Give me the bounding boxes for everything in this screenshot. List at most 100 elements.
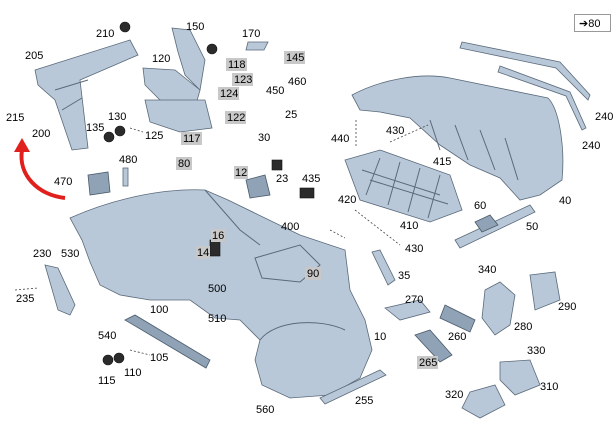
- boot-320[interactable]: [461, 384, 506, 419]
- callout-215: 215: [6, 112, 24, 124]
- callout-80-box: [176, 157, 192, 170]
- callout-170: 170: [242, 28, 260, 40]
- callout-235: 235: [16, 293, 34, 305]
- support-200[interactable]: [34, 39, 139, 151]
- callout-118: 118: [228, 59, 246, 71]
- callout-50: 50: [526, 221, 538, 233]
- callout-12: 12: [235, 167, 247, 179]
- callout-123-box: [232, 73, 253, 86]
- callout-560: 560: [256, 404, 274, 416]
- arrow-right-icon: ➔: [579, 18, 589, 30]
- callout-500: 500: [208, 283, 226, 295]
- bracket-470[interactable]: [87, 171, 111, 196]
- callout-290: 290: [558, 301, 576, 313]
- under-tray[interactable]: [344, 149, 463, 223]
- panel-260[interactable]: [439, 304, 476, 333]
- bracket-230[interactable]: [44, 264, 76, 316]
- callout-12-box: [234, 166, 248, 179]
- leader-430b: [354, 209, 401, 246]
- trim-strip-lower[interactable]: [497, 65, 587, 131]
- diffuser-ribs: [429, 119, 519, 181]
- callout-35: 35: [398, 270, 410, 282]
- callout-23: 23: [276, 173, 288, 185]
- callout-440: 440: [331, 133, 349, 145]
- callout-420: 420: [338, 194, 356, 206]
- nut-115[interactable]: [102, 354, 114, 366]
- bracket-117[interactable]: [144, 99, 213, 133]
- callout-530: 530: [61, 248, 79, 260]
- callout-122: 122: [227, 112, 245, 124]
- callout-10: 10: [374, 331, 386, 343]
- bracket-35[interactable]: [371, 249, 396, 286]
- callout-100: 100: [150, 304, 168, 316]
- callout-255: 255: [355, 395, 373, 407]
- bumper-cover[interactable]: [69, 189, 373, 399]
- strip-100[interactable]: [124, 314, 211, 369]
- callout-125: 125: [145, 130, 163, 142]
- bumper-lower-edge: [259, 322, 346, 341]
- callout-320: 320: [445, 389, 463, 401]
- callout-430-b: 430: [405, 243, 423, 255]
- grommet-170[interactable]: [206, 43, 218, 55]
- nut-110[interactable]: [113, 352, 125, 364]
- trim-strip-top[interactable]: [459, 41, 591, 101]
- callout-540: 540: [98, 330, 116, 342]
- callout-25: 25: [285, 109, 297, 121]
- callout-105: 105: [150, 352, 168, 364]
- callout-14: 14: [197, 247, 209, 259]
- callout-410: 410: [400, 220, 418, 232]
- callout-90-box: [305, 267, 321, 280]
- callout-118-box: [226, 58, 247, 71]
- callout-470: 470: [54, 176, 72, 188]
- callout-150: 150: [186, 21, 204, 33]
- callout-200: 200: [32, 128, 50, 140]
- callout-210: 210: [96, 28, 114, 40]
- housing-280[interactable]: [481, 281, 516, 336]
- callout-240-a: 240: [595, 111, 613, 123]
- bracket-270[interactable]: [384, 299, 431, 321]
- callout-122-box: [225, 111, 246, 124]
- callout-60: 60: [474, 200, 486, 212]
- cover-265[interactable]: [414, 329, 453, 363]
- leader-105: [129, 349, 151, 356]
- callout-340: 340: [478, 264, 496, 276]
- callout-40: 40: [559, 195, 571, 207]
- callout-480: 480: [119, 154, 137, 166]
- trim-145[interactable]: [245, 41, 269, 51]
- callout-16: 16: [212, 230, 224, 242]
- callout-117: 117: [183, 133, 201, 145]
- leader-235: [14, 287, 39, 291]
- callout-80: 80: [178, 158, 190, 170]
- bracket-12[interactable]: [245, 174, 271, 199]
- callout-14-box: [196, 246, 210, 259]
- reference-link[interactable]: ➔80: [574, 14, 611, 32]
- callout-145: 145: [286, 52, 304, 64]
- grommet-135[interactable]: [103, 131, 115, 143]
- clip-23[interactable]: [271, 159, 283, 171]
- callout-265: 265: [419, 357, 437, 369]
- strip-255[interactable]: [319, 369, 387, 405]
- curved-arrow-icon: [19, 149, 66, 200]
- bolt-210[interactable]: [119, 21, 131, 33]
- under-tray-grid: [361, 157, 449, 219]
- strip-60[interactable]: [474, 214, 499, 233]
- leader-430: [389, 124, 429, 143]
- callout-110: 110: [124, 367, 142, 379]
- callout-145-box: [284, 51, 305, 64]
- bracket-310[interactable]: [499, 359, 541, 396]
- clip-14[interactable]: [209, 239, 221, 257]
- callout-400: 400: [281, 221, 299, 233]
- sensor-435[interactable]: [299, 187, 315, 199]
- diffuser[interactable]: [351, 75, 564, 201]
- callout-124: 124: [220, 88, 238, 100]
- callout-117-box: [181, 132, 202, 145]
- leader-125: [129, 127, 144, 133]
- leader-400: [329, 229, 346, 239]
- trim-480[interactable]: [122, 167, 129, 187]
- callout-230: 230: [33, 248, 51, 260]
- callout-123: 123: [234, 74, 252, 86]
- ring-290[interactable]: [529, 271, 561, 311]
- grommet-130[interactable]: [114, 125, 126, 137]
- callout-460: 460: [288, 76, 306, 88]
- callout-135: 135: [86, 122, 104, 134]
